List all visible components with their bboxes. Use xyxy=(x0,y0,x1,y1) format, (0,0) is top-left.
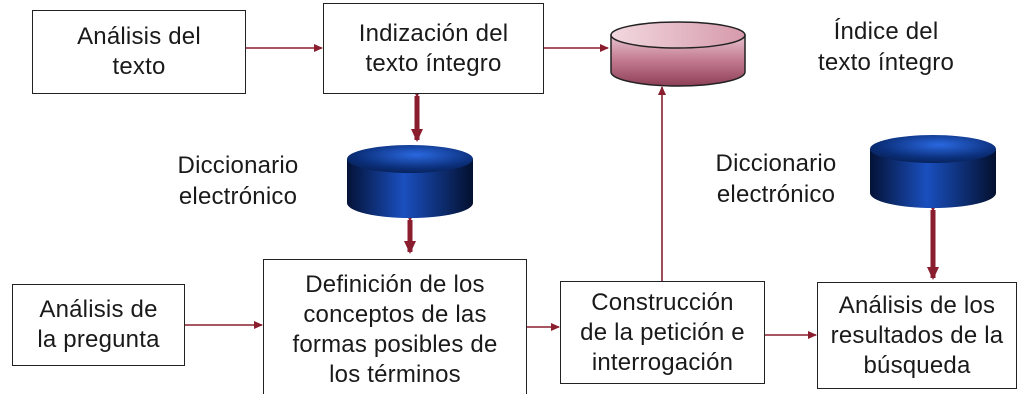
node-indizacion-line-2: texto íntegro xyxy=(365,49,502,77)
node-analisis-del-texto: Análisis del texto xyxy=(32,10,246,94)
label-indice-del-texto-integro: Índice del texto íntegro xyxy=(786,16,986,78)
node-definicion-line-1: Definición de los xyxy=(305,270,485,298)
node-definicion-line-3: formas posibles de xyxy=(292,330,498,358)
node-analisis-de-resultados: Análisis de los resultados de la búsqued… xyxy=(817,282,1017,389)
node-construccion-line-2: de la petición e xyxy=(580,318,745,346)
node-analisis-de-resultados-line-2: resultados de la xyxy=(830,321,1004,349)
node-analisis-del-texto-line-1: Análisis del xyxy=(77,23,201,50)
dictionary-database-icon xyxy=(347,145,473,218)
label-indice-line-2: texto íntegro xyxy=(817,49,955,76)
label-diccionario-1: Diccionario electrónico xyxy=(150,150,326,212)
node-indizacion-line-1: Indización del xyxy=(358,19,509,47)
label-diccionario-2-line-1: Diccionario xyxy=(715,150,837,177)
node-analisis-de-la-pregunta-line-1: Análisis de xyxy=(39,296,158,323)
index-database-icon xyxy=(610,21,746,87)
node-construccion: Construcción de la petición e interrogac… xyxy=(560,281,765,384)
node-indizacion: Indización del texto íntegro xyxy=(323,3,544,94)
node-analisis-del-texto-line-2: texto xyxy=(112,53,166,80)
label-diccionario-1-line-2: electrónico xyxy=(178,183,298,210)
dictionary-database-icon xyxy=(870,135,996,208)
node-definicion-line-4: los términos xyxy=(329,360,461,388)
node-analisis-de-resultados-line-3: búsqueda xyxy=(863,351,971,379)
label-diccionario-1-line-1: Diccionario xyxy=(177,152,299,179)
label-indice-line-1: Índice del xyxy=(833,18,939,45)
node-definicion: Definición de los conceptos de las forma… xyxy=(263,259,527,394)
node-construccion-line-3: interrogación xyxy=(591,348,734,376)
node-construccion-line-1: Construcción xyxy=(591,288,734,316)
node-analisis-de-la-pregunta: Análisis de la pregunta xyxy=(12,284,185,366)
label-diccionario-2-line-2: electrónico xyxy=(716,181,836,208)
label-diccionario-2: Diccionario electrónico xyxy=(688,148,864,210)
node-analisis-de-la-pregunta-line-2: la pregunta xyxy=(37,326,160,353)
node-definicion-line-2: conceptos de las xyxy=(303,300,487,328)
node-analisis-de-resultados-line-1: Análisis de los xyxy=(838,291,996,319)
